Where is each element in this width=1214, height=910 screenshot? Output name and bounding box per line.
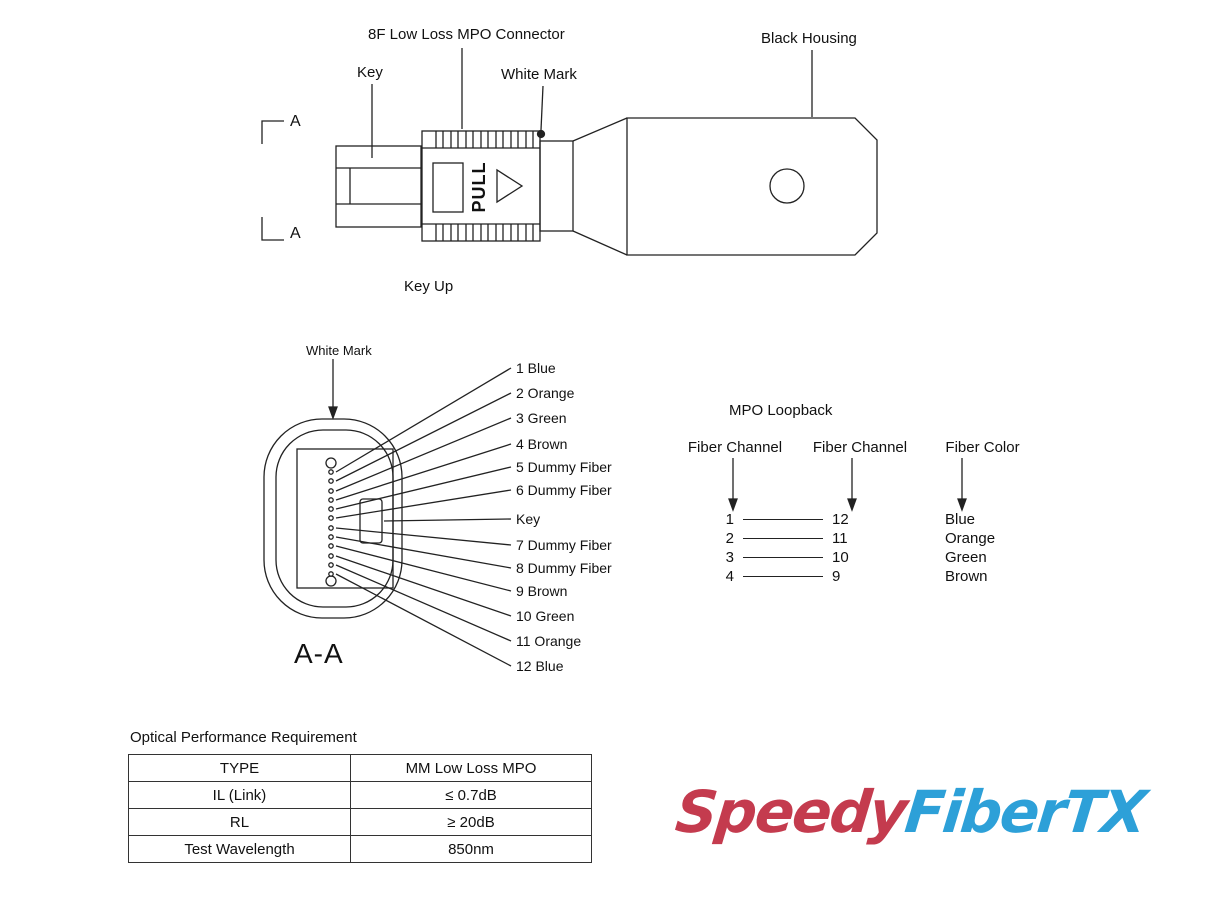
channel-from: 2 (725, 530, 734, 547)
table-row: RL ≥ 20dB (128, 808, 592, 836)
fiber-color-green: Green (945, 549, 987, 566)
perf-label-wavelength: Test Wavelength (128, 835, 351, 863)
perf-value-type: MM Low Loss MPO (350, 754, 592, 782)
loopback-mapping-row: 2 11 (712, 529, 862, 548)
channel-from: 4 (725, 568, 734, 585)
channel-to: 10 (832, 549, 849, 566)
fiber-label-1: 1 Blue (516, 360, 556, 376)
key-up-label: Key Up (404, 278, 454, 295)
section-marker-a-top: A (290, 113, 301, 130)
cross-section-drawing (263, 359, 512, 667)
loopback-mapping-row: 4 9 (712, 567, 862, 586)
white-mark-dot (536, 129, 546, 139)
loopback-wire (743, 518, 823, 520)
logo-part-fibertx: FiberTX (901, 778, 1149, 846)
fiber-label-2: 2 Orange (516, 385, 575, 401)
cross-section-white-mark-label: White Mark (306, 343, 372, 358)
section-marker-a-bottom: A (290, 225, 301, 242)
perf-label-rl: RL (128, 808, 351, 836)
table-row: IL (Link) ≤ 0.7dB (128, 781, 592, 809)
fiber-color-blue: Blue (945, 511, 976, 528)
channel-to: 11 (832, 530, 848, 547)
fiber-label-6: 6 Dummy Fiber (516, 482, 612, 498)
fiber-label-10: 10 Green (516, 608, 575, 624)
fiber-color-orange: Orange (945, 530, 996, 547)
loopback-wire (743, 537, 823, 539)
table-row: Test Wavelength 850nm (128, 835, 592, 863)
loopback-mapping-row: 3 10 (712, 548, 862, 567)
fiber-label-11: 11 Orange (516, 633, 582, 649)
leader-white-mark (540, 85, 544, 131)
connector-label: 8F Low Loss MPO Connector (368, 26, 565, 43)
perf-value-rl: ≥ 20dB (350, 808, 592, 836)
pull-label: PULL (469, 161, 489, 213)
performance-table-title: Optical Performance Requirement (130, 729, 357, 746)
fiber-label-8: 8 Dummy Fiber (516, 560, 612, 576)
fiber-label-9: 9 Brown (516, 583, 568, 599)
section-title-aa: A-A (294, 638, 344, 669)
perf-label-type: TYPE (128, 754, 351, 782)
loopback-header-fiber-channel-2: Fiber Channel (812, 439, 908, 456)
black-housing-label: Black Housing (761, 30, 857, 47)
channel-to: 9 (832, 568, 841, 585)
channel-from: 3 (725, 549, 734, 566)
table-row: TYPE MM Low Loss MPO (128, 754, 592, 782)
loopback-title: MPO Loopback (729, 402, 833, 419)
loopback-wire (743, 556, 823, 558)
loopback-header-fiber-channel-1: Fiber Channel (687, 439, 783, 456)
key-label: Key (357, 64, 383, 81)
loopback-mapping-row: 1 12 (712, 510, 862, 529)
fiber-label-5: 5 Dummy Fiber (516, 459, 612, 475)
housing-hole (769, 168, 805, 204)
perf-value-wavelength: 850nm (350, 835, 592, 863)
logo-part-speedy: Speedy (672, 778, 909, 846)
fiber-label-12: 12 Blue (516, 658, 564, 674)
speedyfibertx-logo: SpeedyFiberTX (672, 778, 1148, 846)
perf-value-il: ≤ 0.7dB (350, 781, 592, 809)
connector-side-view-drawing (261, 48, 878, 256)
white-mark-label: White Mark (501, 66, 577, 83)
fiber-color-brown: Brown (945, 568, 988, 585)
fiber-label-7: 7 Dummy Fiber (516, 537, 612, 553)
key-notch (359, 498, 383, 544)
performance-table: TYPE MM Low Loss MPO IL (Link) ≤ 0.7dB R… (128, 754, 592, 863)
channel-to: 12 (832, 511, 849, 528)
fiber-label-4: 4 Brown (516, 436, 568, 452)
loopback-wire (743, 575, 823, 577)
perf-label-il: IL (Link) (128, 781, 351, 809)
channel-from: 1 (725, 511, 734, 528)
fiber-label-3: 3 Green (516, 410, 567, 426)
loopback-header-fiber-color: Fiber Color (945, 439, 1020, 456)
fiber-label-key: Key (516, 511, 541, 527)
loopback-arrows (728, 458, 967, 512)
